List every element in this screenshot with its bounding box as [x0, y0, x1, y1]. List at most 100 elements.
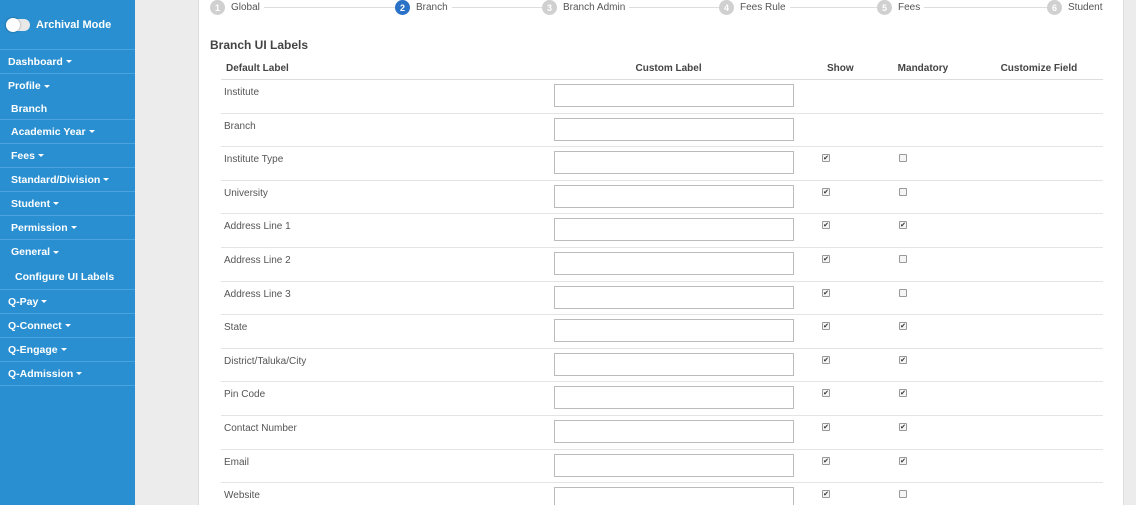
mandatory-checkbox[interactable] [899, 221, 907, 230]
mandatory-checkbox[interactable] [899, 355, 907, 364]
show-checkbox[interactable] [822, 221, 830, 230]
default-label: Institute Type [224, 154, 284, 166]
custom-label-input[interactable] [554, 151, 794, 175]
sidebar-item-label: Q-Connect [8, 319, 62, 332]
chevron-down-icon [88, 130, 95, 133]
show-checkbox[interactable] [822, 490, 830, 499]
sidebar-item-profile[interactable]: Profile [0, 74, 135, 98]
custom-label-input[interactable] [554, 352, 794, 376]
sidebar-item-configure-ui-labels[interactable]: Configure UI Labels [0, 264, 135, 290]
custom-label-input[interactable] [554, 84, 794, 107]
show-checkbox[interactable] [822, 187, 830, 196]
custom-label-input[interactable] [554, 117, 794, 141]
sidebar-item-q-engage[interactable]: Q-Engage [0, 338, 135, 362]
chevron-down-icon [43, 84, 50, 88]
show-checkbox[interactable] [822, 154, 830, 163]
step-number: 4 [719, 0, 734, 15]
sidebar-item-q-admission[interactable]: Q-Admission [0, 362, 135, 386]
default-label: Pin Code [224, 389, 266, 401]
mandatory-checkbox[interactable] [899, 254, 907, 263]
sidebar-item-label: Q-Pay [8, 295, 39, 308]
custom-label-input[interactable] [554, 386, 794, 410]
sidebar-item-student[interactable]: Student [0, 192, 135, 216]
default-label: University [224, 187, 268, 199]
sidebar-item-label: Student [11, 197, 51, 210]
step-label: Fees [898, 2, 921, 13]
header-show: Show [827, 63, 854, 74]
custom-label-input[interactable] [554, 285, 794, 309]
chevron-down-icon [70, 226, 77, 229]
show-checkbox[interactable] [822, 288, 830, 297]
custom-label-input[interactable] [554, 453, 794, 477]
step-label: Branch Admin [563, 2, 626, 13]
sidebar-item-fees[interactable]: Fees [0, 144, 135, 168]
custom-label-input[interactable] [554, 319, 794, 343]
table-row: Email [221, 450, 1103, 484]
sidebar-item-label: Q-Admission [8, 367, 74, 380]
default-label: State [224, 322, 248, 334]
sidebar-item-dashboard[interactable]: Dashboard [0, 50, 135, 74]
archival-mode-toggle[interactable] [6, 17, 30, 32]
sidebar-item-label: Profile [8, 80, 41, 92]
default-label: Contact Number [224, 422, 297, 434]
mandatory-checkbox[interactable] [899, 154, 907, 163]
chevron-down-icon [37, 154, 44, 157]
mandatory-checkbox[interactable] [899, 288, 907, 297]
mandatory-checkbox[interactable] [899, 456, 907, 465]
default-label: Branch [224, 120, 256, 132]
sidebar-item-q-connect[interactable]: Q-Connect [0, 314, 135, 338]
table-row: University [221, 181, 1103, 215]
custom-label-input[interactable] [554, 419, 794, 443]
sidebar-item-branch[interactable]: Branch [0, 98, 135, 120]
mandatory-checkbox[interactable] [899, 422, 907, 431]
custom-label-input[interactable] [554, 218, 794, 242]
show-checkbox[interactable] [822, 389, 830, 398]
sidebar-item-q-pay[interactable]: Q-Pay [0, 290, 135, 314]
sidebar-item-permission[interactable]: Permission [0, 216, 135, 240]
show-checkbox[interactable] [822, 254, 830, 263]
custom-label-input[interactable] [554, 487, 794, 505]
header-customize-field: Customize Field [1000, 63, 1078, 74]
header-mandatory: Mandatory [897, 63, 949, 74]
mandatory-checkbox[interactable] [899, 490, 907, 499]
header-custom-label: Custom Label [635, 63, 702, 74]
chevron-down-icon [64, 324, 71, 327]
custom-label-input[interactable] [554, 251, 794, 275]
sidebar-item-general[interactable]: General [0, 240, 135, 264]
show-checkbox[interactable] [822, 456, 830, 465]
table-row: District/Taluka/City [221, 349, 1103, 383]
step-label: Global [231, 2, 260, 13]
show-checkbox[interactable] [822, 322, 830, 331]
archival-mode-row[interactable]: Archival Mode [0, 0, 135, 50]
step-number: 6 [1047, 0, 1062, 15]
chevron-down-icon [76, 372, 83, 375]
sidebar-item-label: Academic Year [11, 125, 86, 138]
table-row: State [221, 315, 1103, 349]
custom-label-input[interactable] [554, 184, 794, 208]
mandatory-checkbox[interactable] [899, 187, 907, 196]
show-checkbox[interactable] [822, 422, 830, 431]
toggle-knob [6, 17, 20, 32]
default-label: Address Line 1 [224, 221, 291, 233]
show-checkbox[interactable] [822, 355, 830, 364]
sidebar-item-academic-year[interactable]: Academic Year [0, 120, 135, 144]
step-label: Student [1068, 2, 1103, 13]
table-row: Address Line 3 [221, 282, 1103, 316]
step-fees[interactable]: 5 Fees [877, 0, 925, 15]
mandatory-checkbox[interactable] [899, 322, 907, 331]
default-label: Institute [224, 87, 260, 98]
step-student[interactable]: 6 Student [1047, 0, 1107, 15]
table-row: Institute Type [221, 147, 1103, 181]
sidebar-item-label: Branch [11, 102, 48, 115]
step-number: 5 [877, 0, 892, 15]
mandatory-checkbox[interactable] [899, 389, 907, 398]
table-row: Branch [221, 114, 1103, 148]
sidebar-item-standard-division[interactable]: Standard/Division [0, 168, 135, 192]
default-label: Address Line 2 [224, 254, 291, 266]
